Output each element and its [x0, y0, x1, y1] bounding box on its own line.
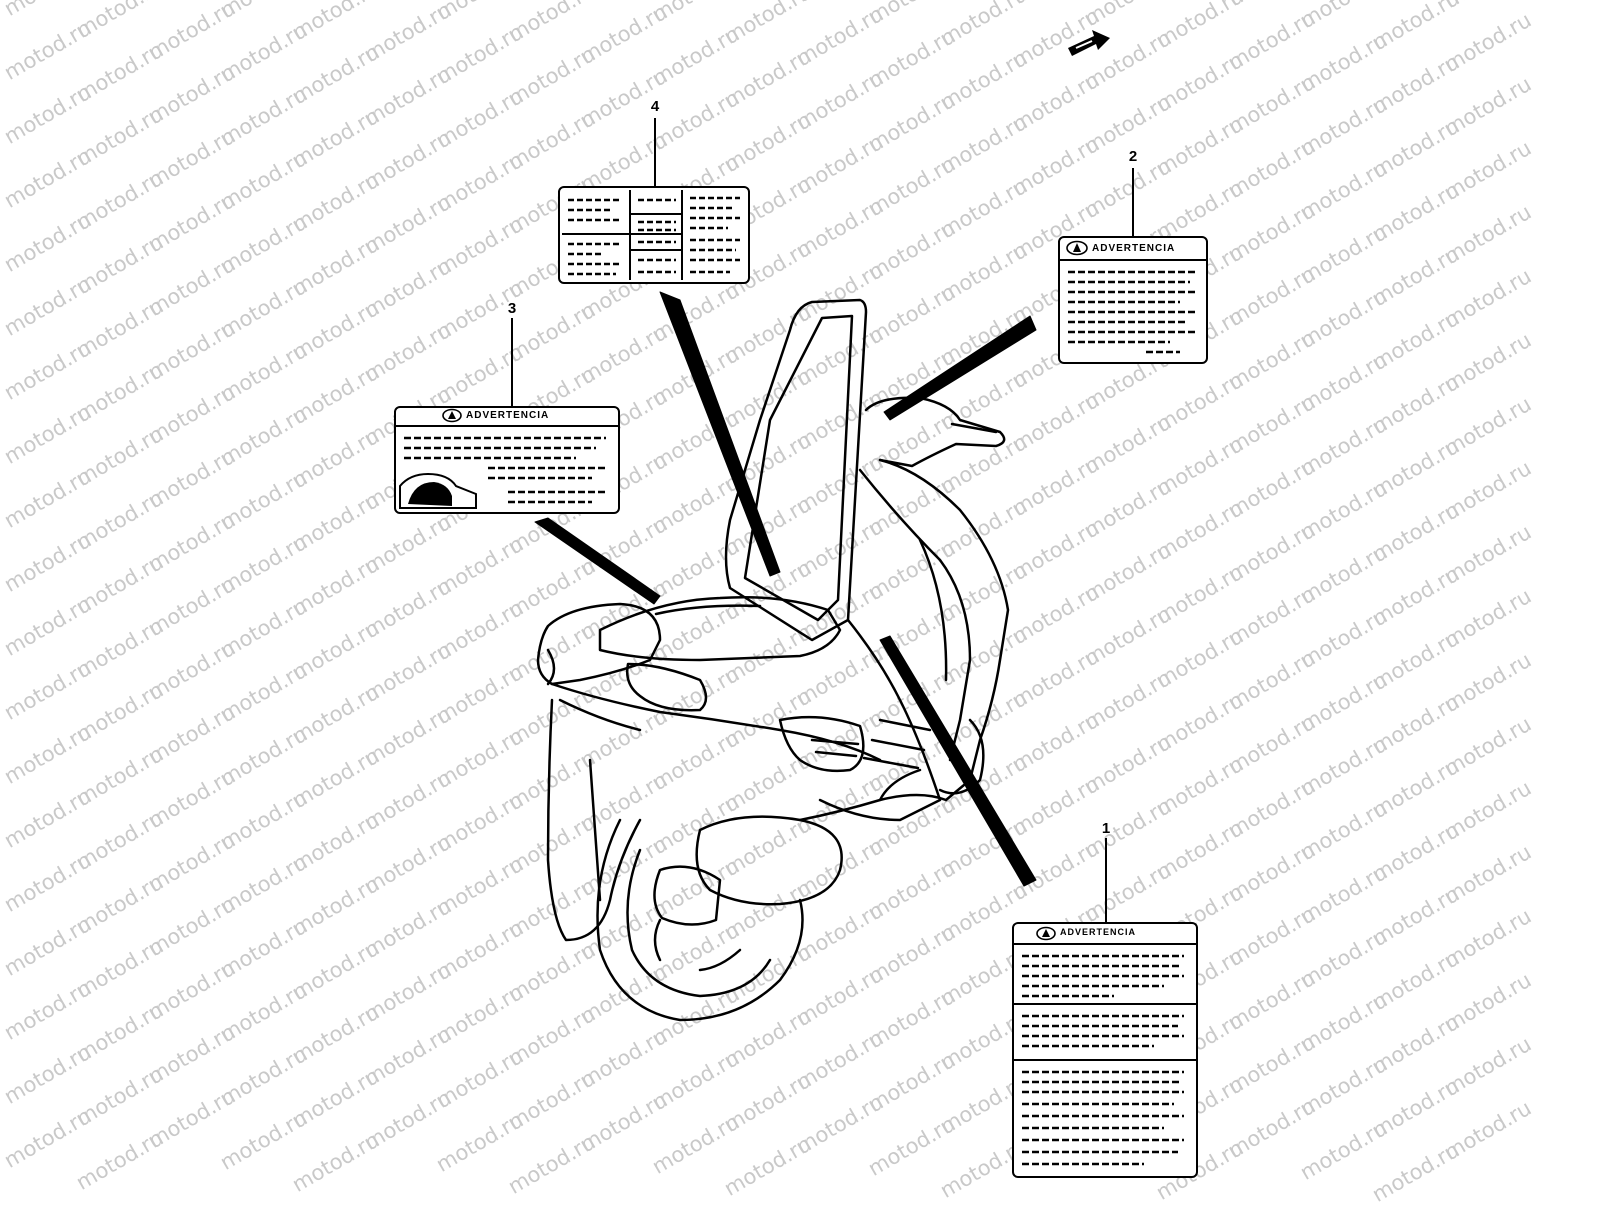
label-2-header: ADVERTENCIA [1092, 243, 1176, 254]
rear-fender [546, 698, 642, 942]
label-1-warning: ADVERTENCIA [1012, 922, 1198, 1178]
label-3-content [396, 425, 618, 509]
label-2-content [1060, 259, 1206, 354]
windshield-outline [724, 298, 868, 642]
rear-wheel [596, 818, 804, 1022]
warning-triangle-icon [1066, 240, 1088, 261]
label-4-tire-info [558, 186, 750, 284]
label-3-header: ADVERTENCIA [466, 410, 550, 421]
front-arrow-icon [1064, 26, 1114, 66]
muffler [695, 815, 843, 906]
rear-light [626, 662, 708, 712]
warning-triangle-icon [1036, 926, 1056, 946]
seat-outline [598, 595, 842, 662]
label-4-content [562, 190, 740, 280]
warning-triangle-icon [442, 408, 462, 428]
callout-4: 4 [650, 98, 660, 115]
callout-3: 3 [507, 300, 517, 317]
callout-1: 1 [1101, 820, 1111, 837]
label-2-warning: ADVERTENCIA [1058, 236, 1208, 364]
label-3-warning: ADVERTENCIA [394, 406, 620, 514]
tail-outline [536, 602, 662, 686]
label-1-content [1014, 943, 1196, 1166]
callout-2: 2 [1128, 148, 1138, 165]
label-1-header: ADVERTENCIA [1060, 927, 1137, 937]
